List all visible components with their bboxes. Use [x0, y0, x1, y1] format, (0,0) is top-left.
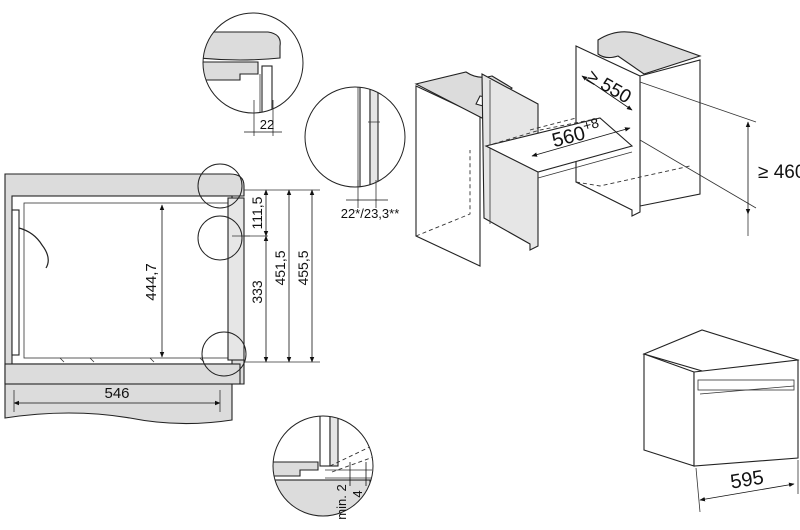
- niche-isometric-view: ≥ 550 560+8 ≥ 460: [414, 31, 800, 267]
- appliance-side: [643, 353, 695, 467]
- dim-550-line: [581, 75, 633, 111]
- right-cabinet-side: [639, 59, 701, 207]
- dim-333-label: 333: [249, 280, 265, 304]
- dim-460-label: ≥ 460: [758, 162, 800, 183]
- dim-595-label: 595: [729, 467, 765, 494]
- dim-444-7-label: 444,7: [143, 263, 160, 301]
- dim-4-label: 4: [350, 490, 365, 497]
- detail-marker-bottom: [201, 331, 247, 377]
- detail-front: 22*/23,3**: [304, 86, 406, 221]
- right-worktop: [597, 31, 702, 75]
- dim-455-5-label: 455,5: [295, 250, 311, 285]
- dim-560-line: [531, 127, 631, 157]
- dim-595-line: [699, 482, 795, 502]
- detail-marker-top: [197, 163, 243, 209]
- detail-bottom: min. 2 4: [272, 415, 374, 520]
- left-cabinet-side: [415, 85, 481, 267]
- dim-546-label: 546: [104, 385, 129, 402]
- dim-560-tolerance: +8: [581, 114, 601, 134]
- dim-111-5-label: 111,5: [249, 196, 265, 229]
- appliance-view: 595: [642, 329, 800, 513]
- power-cable: [18, 227, 49, 269]
- side-section-view: 546 444,7 111,5 333 451,5 455,5: [4, 163, 320, 425]
- detail-top: 22: [202, 12, 304, 136]
- rear-wall: [11, 209, 20, 356]
- oven-housing: [11, 195, 233, 365]
- door-front: [227, 197, 245, 361]
- cabinet-shelf: [4, 363, 241, 385]
- appliance-front: [693, 359, 799, 467]
- left-cabinet-front-edge: [481, 73, 539, 251]
- dim-min-2-label: min. 2: [334, 484, 349, 519]
- dim-22-23-label: 22*/23,3**: [341, 206, 400, 221]
- dim-22-label: 22: [260, 117, 274, 132]
- dim-451-5-label: 451,5: [272, 250, 288, 285]
- detail-marker-front: [197, 215, 243, 261]
